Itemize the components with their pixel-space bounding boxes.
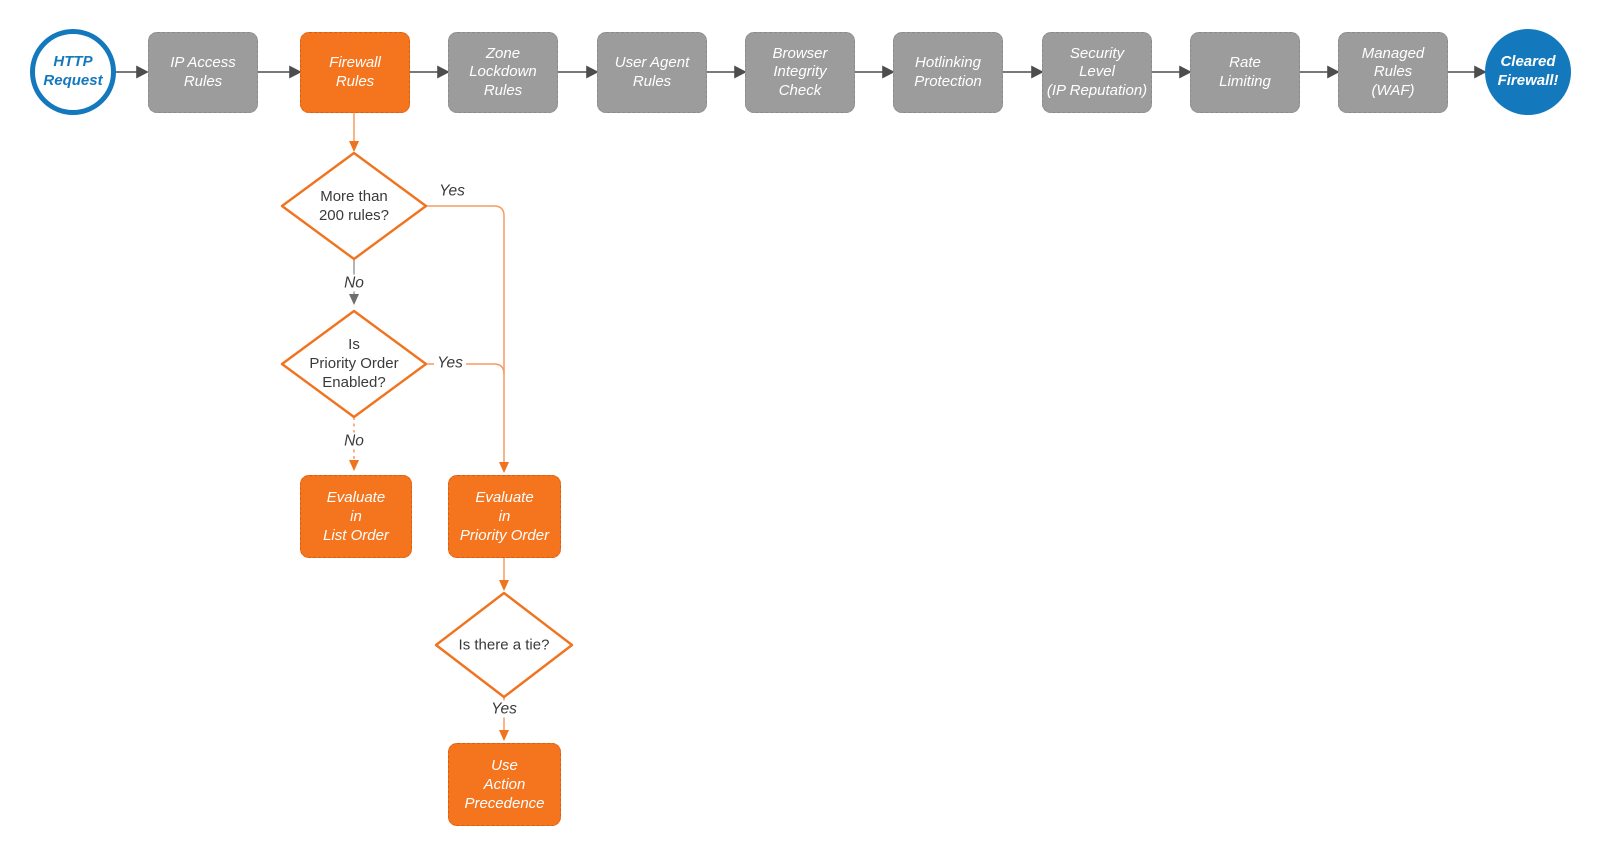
stage-ip-access-rules: IP Access Rules xyxy=(148,32,258,113)
stage-hotlinking-protection: Hotlinking Protection xyxy=(893,32,1003,113)
arrowhead-down-icon xyxy=(349,460,359,471)
arrowhead-right-icon xyxy=(1474,65,1487,79)
edge-label-no-1: No xyxy=(341,274,367,292)
stage-security-level: Security Level (IP Reputation) xyxy=(1042,32,1152,113)
start-node-http-request: HTTP Request xyxy=(30,29,116,115)
end-node-cleared-firewall: Cleared Firewall! xyxy=(1485,29,1571,115)
arrowhead-down-icon xyxy=(499,580,509,591)
decision-label-priority-enabled: Is Priority Order Enabled? xyxy=(309,336,399,392)
arrowhead-right-icon xyxy=(882,65,895,79)
arrowhead-right-icon xyxy=(1179,65,1192,79)
arrowhead-right-icon xyxy=(1031,65,1044,79)
edge-label-yes-1: Yes xyxy=(436,182,468,200)
action-evaluate-list-order: Evaluate in List Order xyxy=(300,475,412,558)
arrowhead-down-icon xyxy=(349,294,359,305)
action-evaluate-priority-order: Evaluate in Priority Order xyxy=(448,475,561,558)
edge-label-yes-3: Yes xyxy=(488,700,520,718)
decision-label-tie: Is there a tie? xyxy=(458,636,550,654)
stage-managed-rules-waf: Managed Rules (WAF) xyxy=(1338,32,1448,113)
stage-browser-integrity-check: Browser Integrity Check xyxy=(745,32,855,113)
decision-diamond-priority-enabled xyxy=(280,309,428,419)
edge-yes2-merge xyxy=(426,363,505,375)
stage-firewall-rules: Firewall Rules xyxy=(300,32,410,113)
arrowhead-down-icon xyxy=(499,462,509,473)
arrowhead-right-icon xyxy=(734,65,747,79)
edge-yes1-trunk xyxy=(426,205,505,462)
action-use-action-precedence: Use Action Precedence xyxy=(448,743,561,826)
edge-label-no-2: No xyxy=(341,432,367,450)
arrowhead-right-icon xyxy=(437,65,450,79)
arrowhead-right-icon xyxy=(586,65,599,79)
stage-zone-lockdown-rules: Zone Lockdown Rules xyxy=(448,32,558,113)
decision-diamond-tie xyxy=(434,591,574,699)
decision-diamond-rules-count xyxy=(280,151,428,261)
stage-rate-limiting: Rate Limiting xyxy=(1190,32,1300,113)
arrowhead-right-icon xyxy=(136,65,149,79)
arrowhead-down-icon xyxy=(349,141,359,152)
stage-user-agent-rules: User Agent Rules xyxy=(597,32,707,113)
arrowhead-down-icon xyxy=(499,730,509,741)
pipeline-arrows xyxy=(116,65,1487,79)
decision-label-rules-count: More than 200 rules? xyxy=(318,187,390,224)
arrowhead-right-icon xyxy=(1327,65,1340,79)
arrowhead-right-icon xyxy=(289,65,302,79)
edge-label-yes-2: Yes xyxy=(434,354,466,372)
